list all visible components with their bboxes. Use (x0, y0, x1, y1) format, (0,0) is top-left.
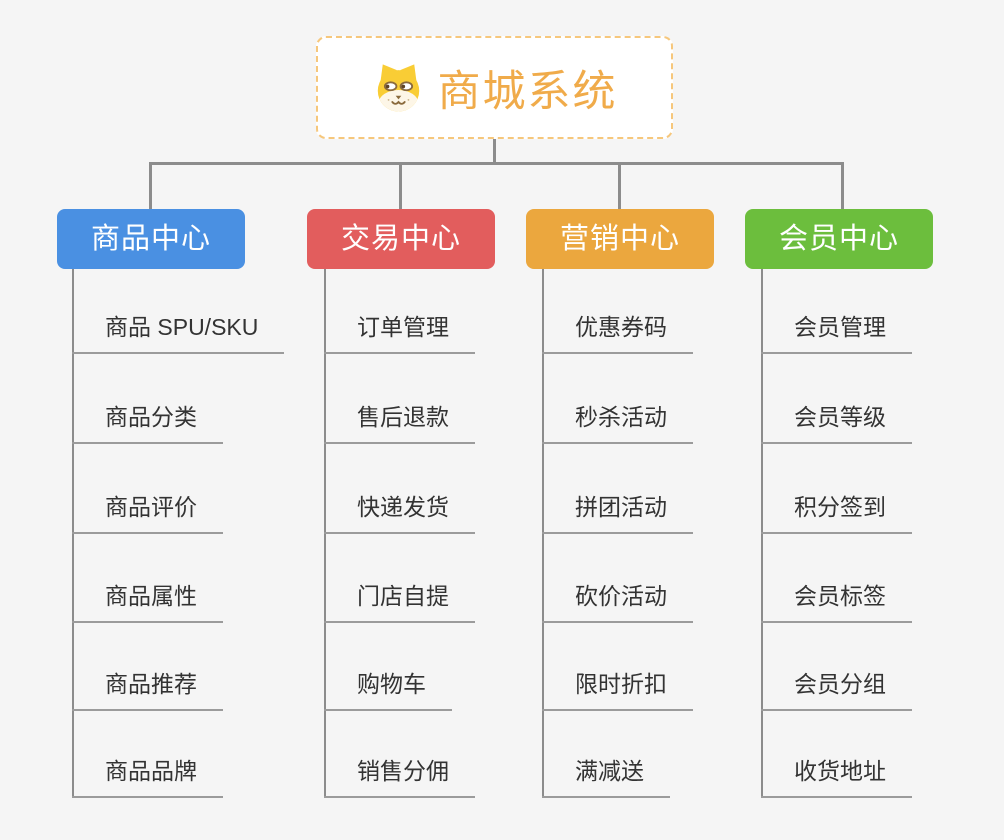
leaf-node[interactable]: 订单管理 (324, 308, 475, 354)
branch-header-trade-center[interactable]: 交易中心 (307, 209, 495, 269)
branch-column-trade-center: 订单管理 售后退款 快递发货 门店自提 购物车 销售分佣 (324, 269, 584, 800)
leaf-node[interactable]: 收货地址 (761, 752, 912, 798)
leaf-node[interactable]: 商品评价 (72, 488, 223, 534)
leaf-node[interactable]: 会员管理 (761, 308, 912, 354)
leaf-node[interactable]: 秒杀活动 (542, 398, 693, 444)
leaf-node[interactable]: 门店自提 (324, 577, 475, 623)
connector-drop-products (149, 164, 152, 209)
leaf-node[interactable]: 销售分佣 (324, 752, 475, 798)
connector-bus (149, 162, 844, 165)
branch-header-marketing-center[interactable]: 营销中心 (526, 209, 714, 269)
leaf-node[interactable]: 快递发货 (324, 488, 475, 534)
branch-header-product-center[interactable]: 商品中心 (57, 209, 245, 269)
leaf-node[interactable]: 拼团活动 (542, 488, 693, 534)
leaf-node[interactable]: 商品推荐 (72, 665, 223, 711)
root-node[interactable]: 商城系统 (316, 36, 673, 139)
leaf-node[interactable]: 商品分类 (72, 398, 223, 444)
branch-header-member-center[interactable]: 会员中心 (745, 209, 933, 269)
leaf-node[interactable]: 商品属性 (72, 577, 223, 623)
connector-drop-members (841, 164, 844, 209)
leaf-node[interactable]: 会员标签 (761, 577, 912, 623)
leaf-node[interactable]: 购物车 (324, 665, 452, 711)
leaf-node[interactable]: 限时折扣 (542, 665, 693, 711)
leaf-node[interactable]: 会员等级 (761, 398, 912, 444)
leaf-node[interactable]: 优惠券码 (542, 308, 693, 354)
connector-root-drop (493, 139, 496, 165)
connector-drop-marketing (618, 164, 621, 209)
branch-column-member-center: 会员管理 会员等级 积分签到 会员标签 会员分组 收货地址 (761, 269, 1004, 800)
leaf-node[interactable]: 会员分组 (761, 665, 912, 711)
root-title: 商城系统 (437, 67, 618, 116)
branch-column-product-center: 商品 SPU/SKU 商品分类 商品评价 商品属性 商品推荐 商品品牌 (72, 269, 332, 800)
connector-drop-trade (399, 164, 402, 209)
leaf-node[interactable]: 积分签到 (761, 488, 912, 534)
dog-face-icon (372, 61, 425, 114)
leaf-node[interactable]: 商品 SPU/SKU (72, 308, 285, 354)
branch-column-marketing-center: 优惠券码 秒杀活动 拼团活动 砍价活动 限时折扣 满减送 (542, 269, 802, 800)
leaf-node[interactable]: 商品品牌 (72, 752, 223, 798)
leaf-node[interactable]: 满减送 (542, 752, 670, 798)
leaf-node[interactable]: 售后退款 (324, 398, 475, 444)
leaf-node[interactable]: 砍价活动 (542, 577, 693, 623)
